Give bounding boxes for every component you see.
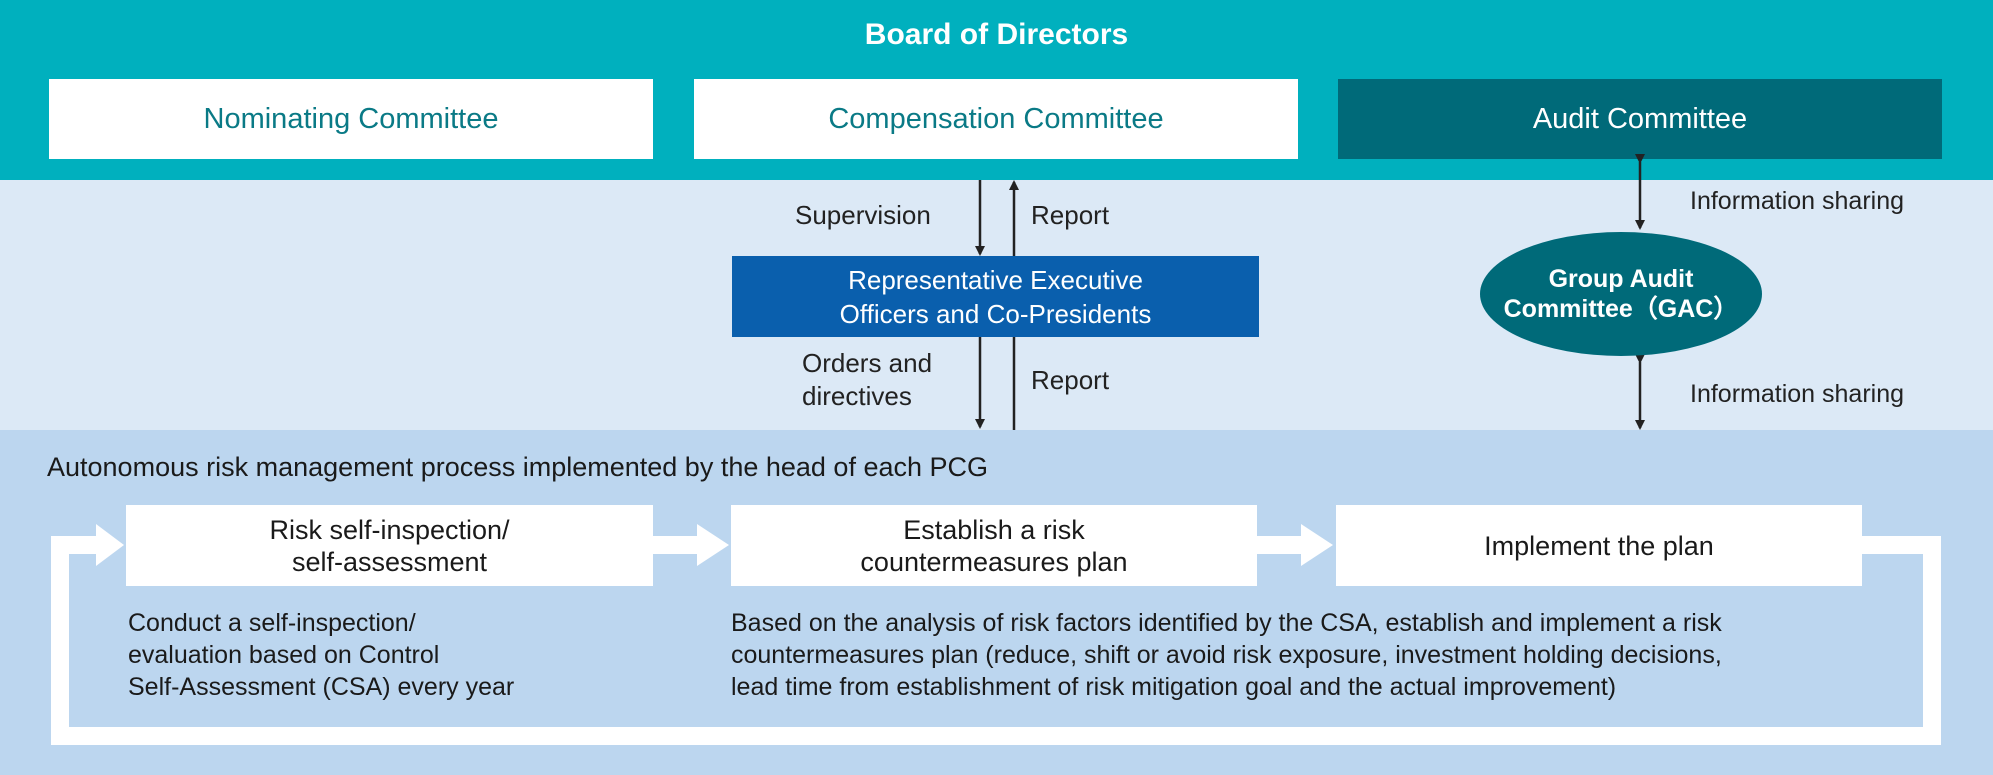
step-arrow-1-head [697,524,729,566]
report-bottom-label: Report [1031,365,1110,395]
info-sharing-bottom-label: Information sharing [1690,380,1905,408]
supervision-label: Supervision [795,200,931,230]
risk-process-panel [0,430,1993,775]
report-top-label: Report [1031,200,1110,230]
step-arrow-1-shaft [653,536,697,554]
audit-committee-box: Audit Committee [1338,79,1942,159]
board-title: Board of Directors [864,18,1129,51]
loop-arrowhead [96,524,124,566]
feedback-loop [51,536,1941,745]
group-audit-committee-ellipse: Group Audit Committee（GAC） [1480,232,1762,356]
countermeasures-description: Based on the analysis of risk factors id… [731,609,1722,701]
info-sharing-top-label: Information sharing [1690,187,1905,215]
self-inspection-description: Conduct a self-inspection/ evaluation ba… [128,609,515,701]
step-arrow-2-head [1301,524,1333,566]
nominating-committee-box: Nominating Committee [49,79,653,159]
process-title: Autonomous risk management process imple… [47,452,989,482]
orders-label: Orders and directives [802,348,933,411]
step-implement-plan: Implement the plan [1336,505,1862,586]
step-risk-self-inspection: Risk self-inspection/ self-assessment [126,505,653,586]
compensation-committee-box: Compensation Committee [694,79,1298,159]
representative-executive-officers-box: Representative Executive Officers and Co… [732,256,1259,337]
step-arrow-2-shaft [1257,536,1301,554]
step-establish-plan: Establish a risk countermeasures plan [731,505,1257,586]
